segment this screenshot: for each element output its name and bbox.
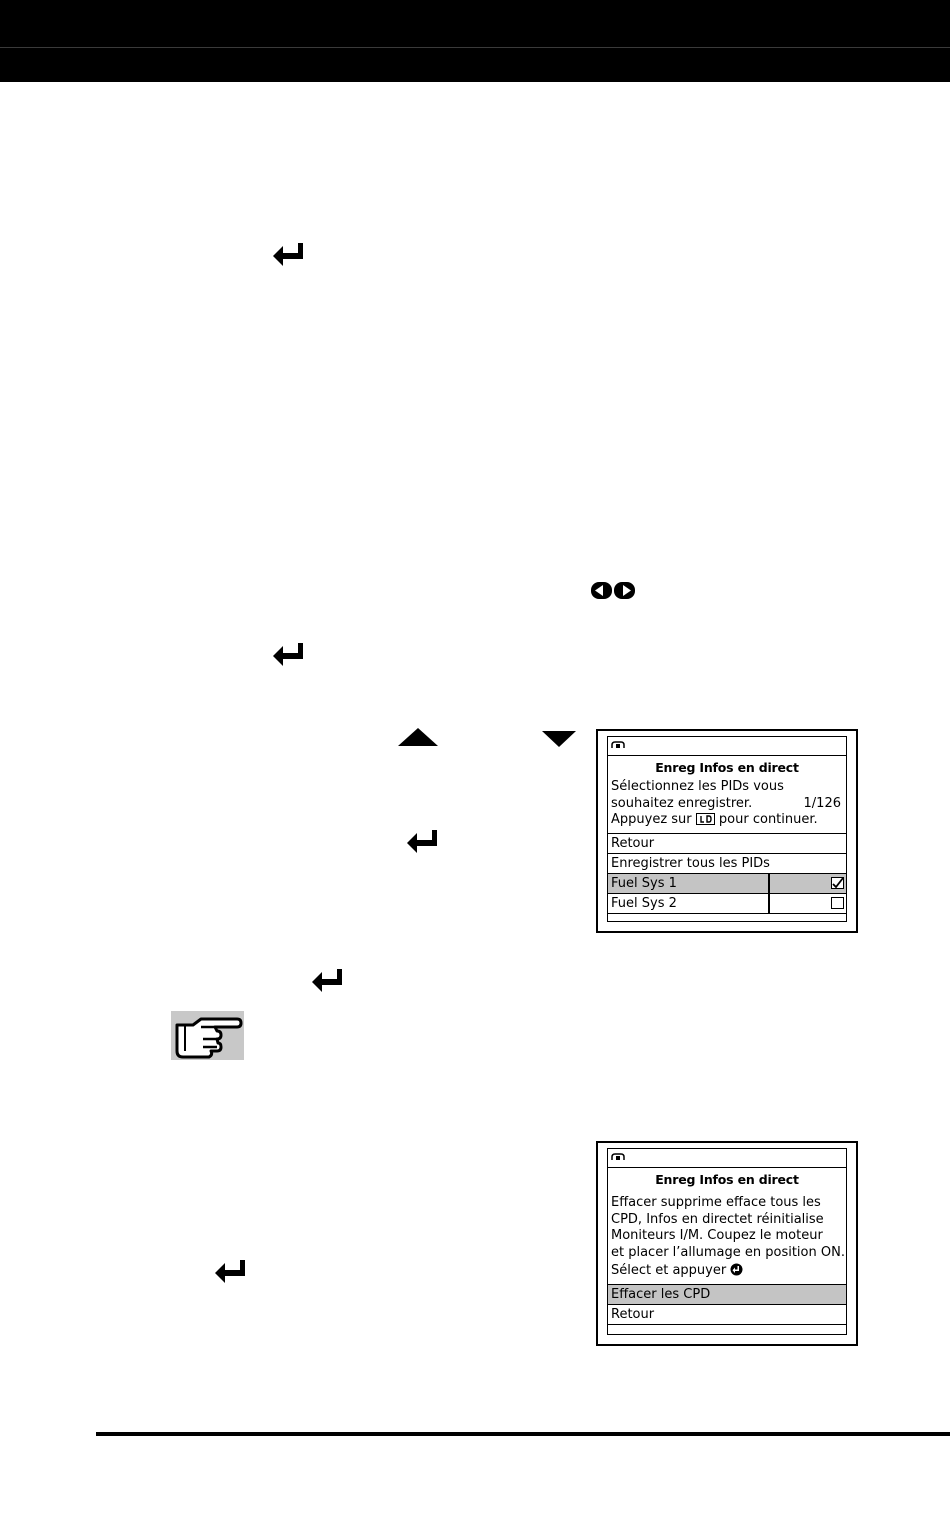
header-band — [0, 0, 950, 82]
menu-item-erase-dtc[interactable]: Effacer les CPD — [608, 1284, 846, 1305]
screen-title: Enreg Infos en direct — [655, 1172, 799, 1187]
pointing-hand-icon — [175, 1017, 243, 1059]
cell-divider — [768, 873, 770, 893]
vehicle-link-icon — [611, 1153, 625, 1160]
message-line: et placer l’allumage en position ON. — [611, 1244, 845, 1260]
pid-row-fuel-sys-1[interactable]: Fuel Sys 1 — [608, 873, 846, 894]
down-arrow-icon — [542, 731, 576, 747]
menu-item-record-all[interactable]: Enregistrer tous les PIDs — [608, 854, 846, 874]
pid-checkbox[interactable] — [831, 876, 844, 889]
device-screen-erase: Enreg Infos en direct Effacer supprime e… — [596, 1141, 858, 1346]
vehicle-link-icon — [611, 741, 625, 748]
message-line: Sélect et appuyer — [611, 1263, 843, 1280]
pid-row-fuel-sys-2[interactable]: Fuel Sys 2 — [608, 893, 846, 914]
screen-frame: Enreg Infos en direct Effacer supprime e… — [607, 1148, 847, 1335]
checkmark-icon — [832, 876, 844, 888]
message-line: Moniteurs I/M. Coupez le moteur — [611, 1228, 823, 1243]
pid-checkbox[interactable] — [831, 896, 844, 909]
message-text: souhaitez enregistrer. — [611, 795, 753, 811]
enter-key-icon — [312, 969, 342, 992]
message-line: Appuyez sur pour continuer. — [611, 812, 843, 829]
note-icon-box — [171, 1011, 244, 1060]
screen-message: Enreg Infos en direct Sélectionnez les P… — [608, 756, 846, 834]
enter-key-icon — [215, 1260, 245, 1283]
up-arrow-icon — [398, 728, 438, 746]
left-right-arrows-icon — [591, 582, 635, 599]
device-screen-pid-selection: Enreg Infos en direct Sélectionnez les P… — [596, 729, 858, 933]
message-line: Sélectionnez les PIDs vous — [611, 779, 784, 794]
message-line: Effacer supprime efface tous les — [611, 1195, 821, 1210]
enter-key-icon — [273, 243, 303, 266]
header-divider — [0, 47, 950, 48]
enter-key-icon — [730, 1263, 743, 1276]
pid-counter: 1/126 — [803, 795, 841, 811]
status-bar — [608, 737, 846, 756]
status-bar — [608, 1149, 846, 1168]
message-line: CPD, Infos en directet réinitialise — [611, 1211, 824, 1227]
cell-divider — [768, 893, 770, 913]
screen-message: Enreg Infos en direct Effacer supprime e… — [608, 1168, 846, 1285]
message-text: pour continuer. — [718, 812, 818, 827]
enter-key-icon — [273, 643, 303, 666]
message-line: souhaitez enregistrer. 1/126 — [611, 796, 843, 813]
enter-key-icon — [407, 830, 437, 853]
footer-rule — [96, 1432, 950, 1436]
menu-item-back[interactable]: Retour — [608, 1305, 846, 1325]
screen-frame: Enreg Infos en direct Sélectionnez les P… — [607, 736, 847, 922]
screen-title: Enreg Infos en direct — [655, 760, 799, 775]
message-text: Appuyez sur — [611, 812, 692, 827]
message-text: Sélect et appuyer — [611, 1263, 727, 1278]
ld-key-icon — [695, 812, 715, 825]
menu-item-back[interactable]: Retour — [608, 834, 846, 854]
